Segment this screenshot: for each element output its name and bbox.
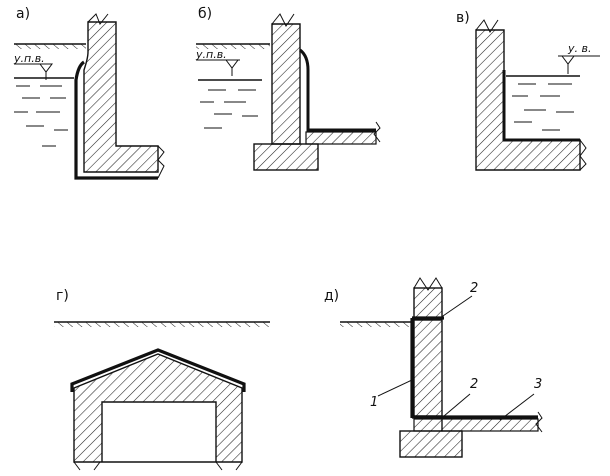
waterproofing-b	[299, 48, 376, 132]
diagram-v: в) у. в.	[456, 10, 600, 171]
water-level-v: у. в.	[567, 42, 591, 55]
water-b	[198, 79, 262, 129]
diagram-g: г)	[54, 288, 270, 471]
label-v: в)	[456, 10, 470, 26]
label-g: г)	[56, 288, 69, 304]
diagram-b: б) у.п.в.	[195, 6, 381, 171]
water-level-a: у.п.в.	[13, 52, 45, 65]
floor-slab-d	[441, 418, 539, 432]
level-triangle-a	[39, 63, 53, 73]
waterproofing-v	[502, 70, 580, 142]
wall-top-d	[413, 287, 443, 319]
retaining-wall-v	[475, 29, 581, 171]
callout-3: 3	[534, 377, 542, 392]
callout-1: 1	[370, 395, 378, 410]
retaining-wall-a	[83, 21, 159, 173]
ground-hatch-a	[14, 44, 86, 49]
waterproofing-g	[70, 348, 246, 392]
foundation-b	[253, 143, 319, 171]
water-level-b: у.п.в.	[195, 48, 227, 61]
label-b: б)	[198, 6, 212, 22]
water-v	[506, 75, 580, 131]
diagram-d: д) 2 1 2 3	[324, 277, 543, 458]
floor-slab-b	[305, 131, 377, 145]
label-d: д)	[324, 288, 339, 304]
wall-lower-d	[413, 418, 443, 432]
retaining-wall-b	[271, 23, 301, 145]
diagram-a: а) у.п.в.	[13, 6, 165, 180]
callout-2-top: 2	[470, 281, 478, 296]
level-triangle-v	[561, 55, 575, 65]
waterproofing-a	[74, 60, 158, 180]
callout-2-bottom: 2	[470, 377, 478, 392]
foundation-d	[399, 430, 463, 458]
underground-structure-g	[73, 353, 243, 463]
level-triangle-b	[225, 59, 239, 69]
water-a	[14, 77, 74, 147]
wall-main-d	[413, 319, 443, 417]
label-a: а)	[16, 6, 30, 22]
